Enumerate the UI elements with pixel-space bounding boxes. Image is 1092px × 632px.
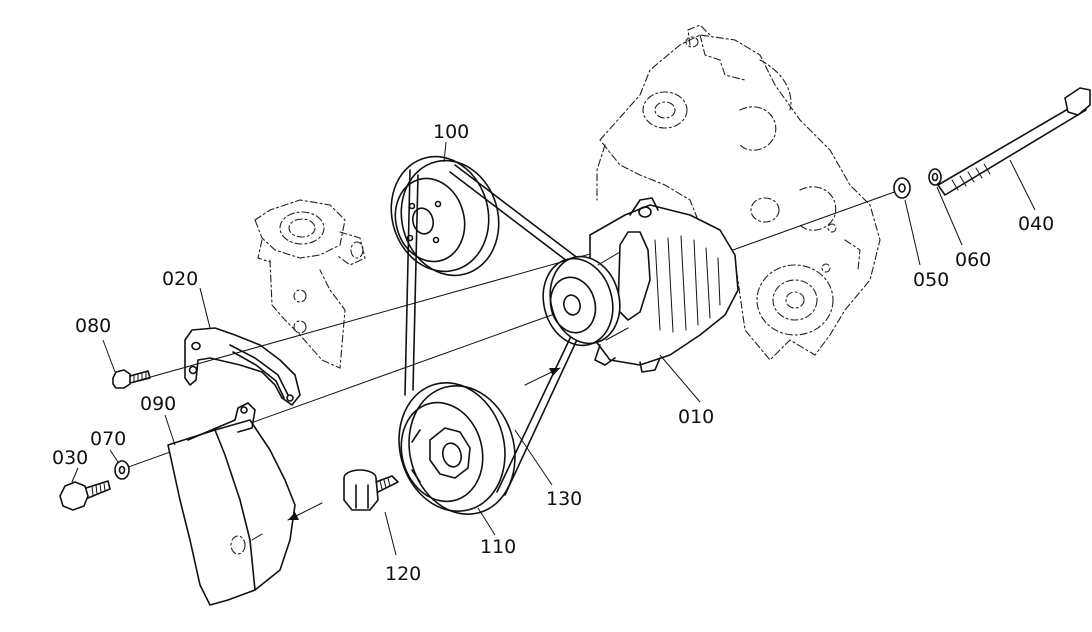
spring-washer-060-part [928, 168, 942, 186]
callout-010: 010 [678, 406, 714, 428]
callout-040: 040 [1018, 213, 1054, 235]
washer-050-part [893, 177, 911, 199]
leader-lines [71, 141, 1036, 556]
callout-050: 050 [913, 269, 949, 291]
adjusting-bracket-part [184, 327, 301, 406]
belt-cover-part [167, 402, 296, 606]
callout-030: 030 [52, 447, 88, 469]
thermostat-housing-outline [254, 199, 366, 369]
bolt-120-part [343, 469, 399, 511]
callout-labels: 100 020 080 090 070 030 010 130 110 120 … [52, 121, 1054, 585]
callout-090: 090 [140, 393, 176, 415]
direction-arrow [524, 367, 561, 386]
bolt-080-part [112, 369, 151, 389]
bolt-030-part [59, 480, 111, 511]
callout-110: 110 [480, 536, 516, 558]
washer-070-part [114, 460, 130, 480]
fan-pulley-part [390, 155, 500, 277]
direction-arrow [287, 502, 323, 521]
alternator-part [542, 197, 739, 373]
bolt-040-part [937, 87, 1091, 196]
callout-080: 080 [75, 315, 111, 337]
callout-060: 060 [955, 249, 991, 271]
crank-pulley-part [398, 381, 516, 516]
engine-block-outline [596, 24, 881, 361]
callout-020: 020 [162, 268, 198, 290]
callout-100: 100 [433, 121, 469, 143]
callout-130: 130 [546, 488, 582, 510]
callout-120: 120 [385, 563, 421, 585]
callout-070: 070 [90, 428, 126, 450]
assembly-axis-line-upper [139, 239, 641, 381]
